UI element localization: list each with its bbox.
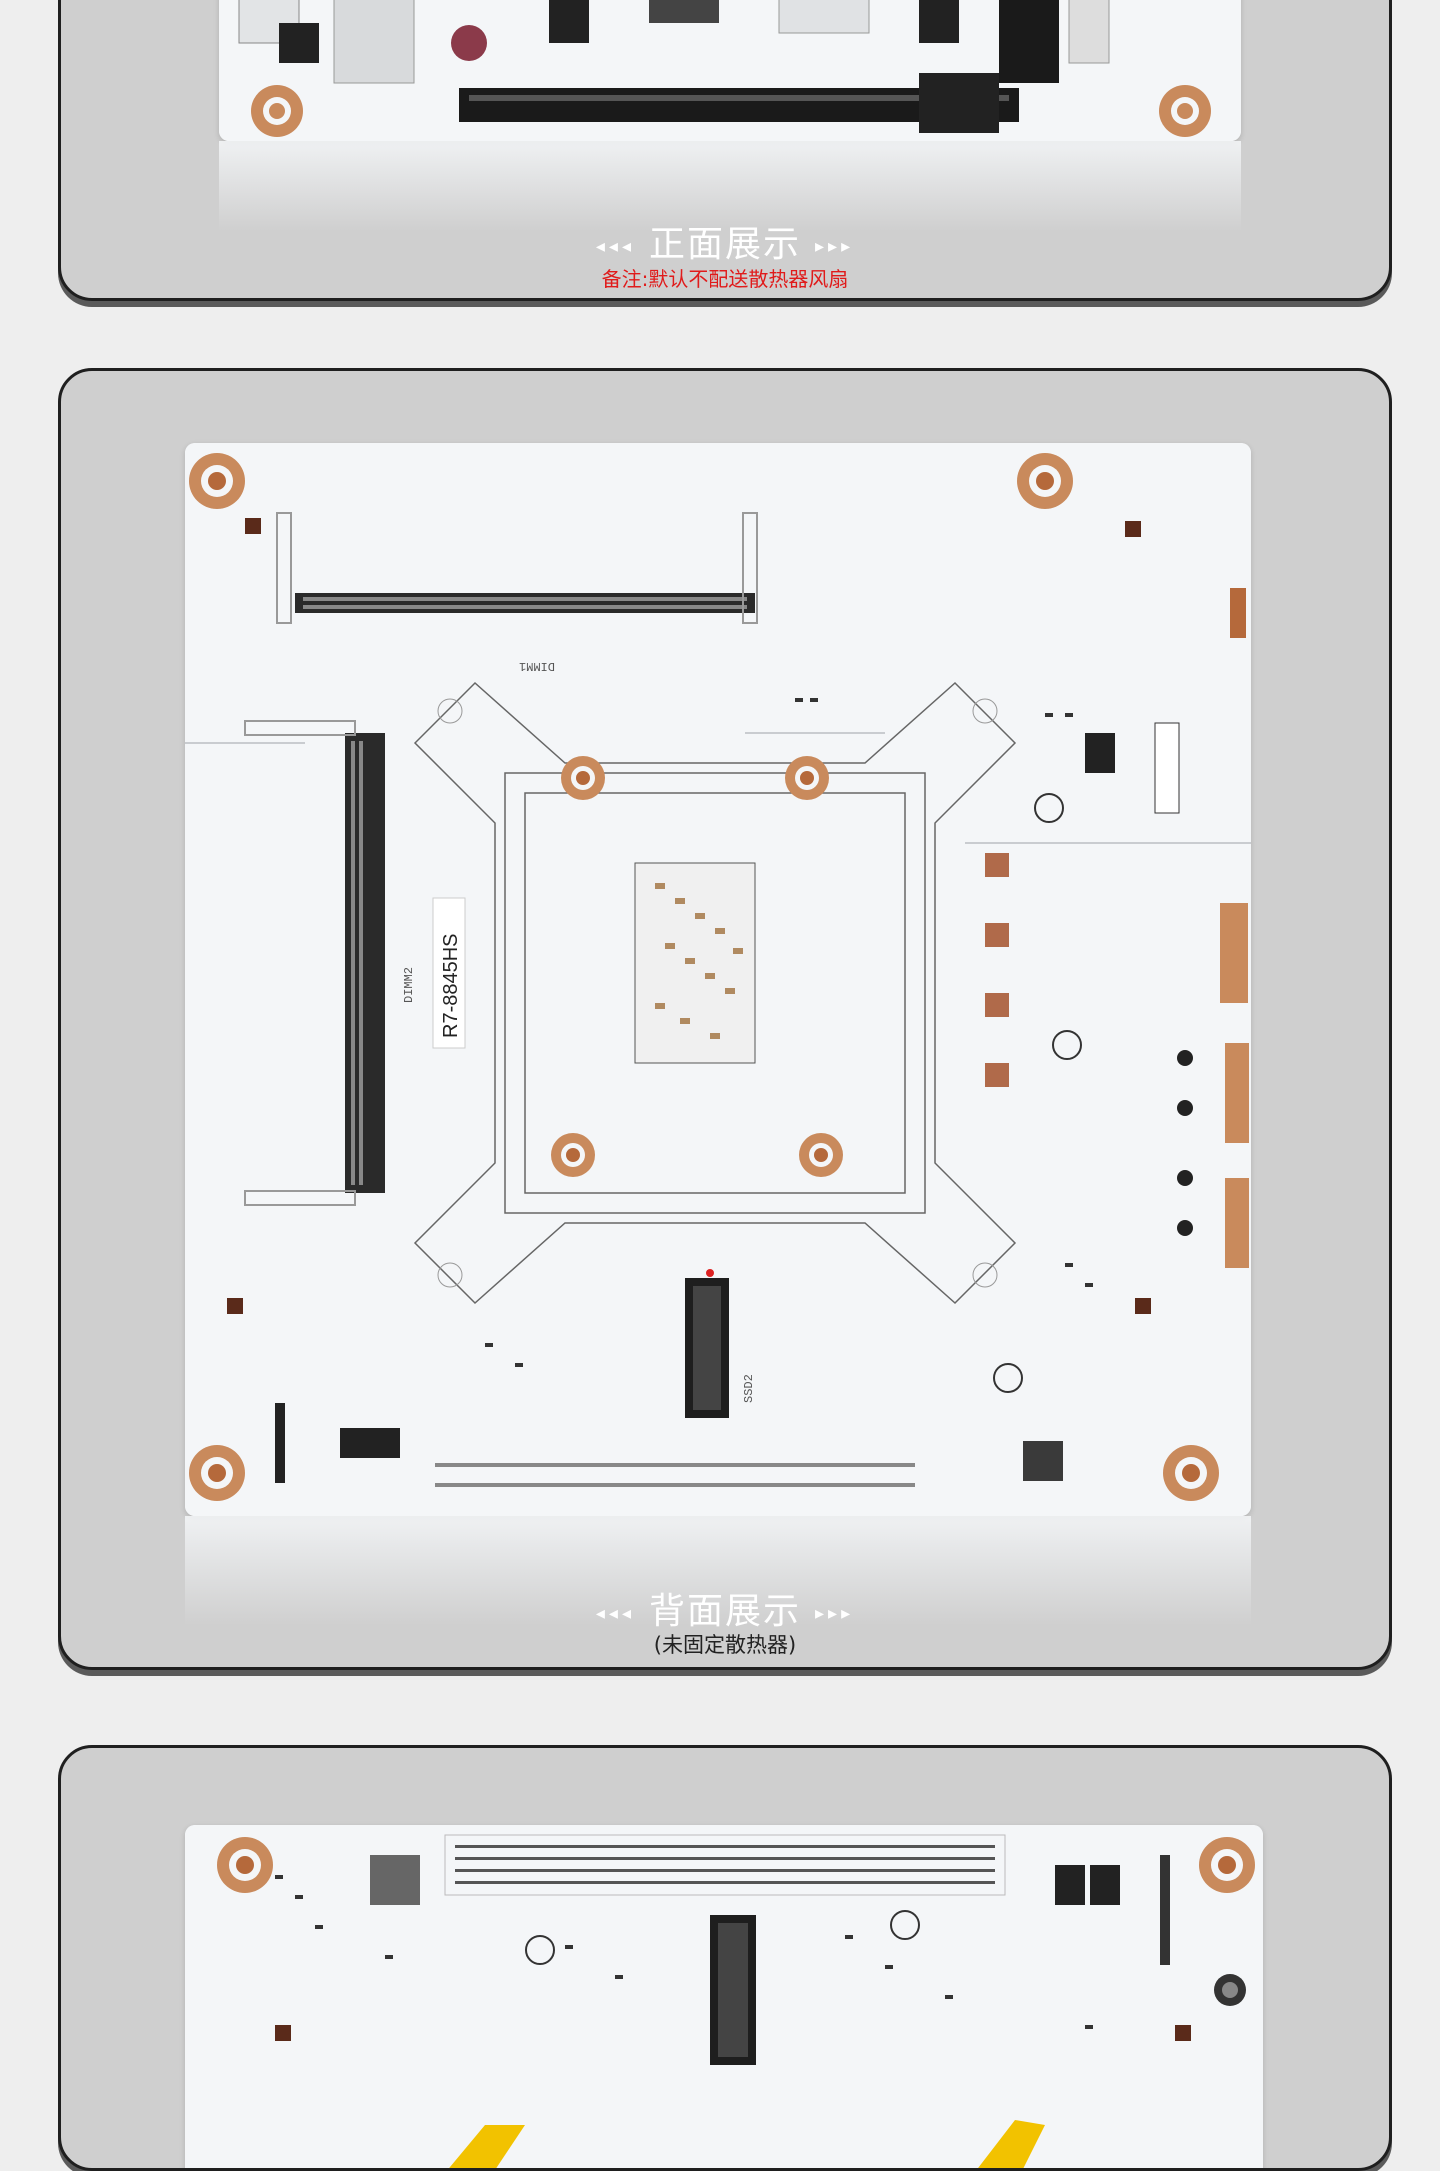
third-view-panel xyxy=(58,1745,1392,2171)
ssd2-label: SSD2 xyxy=(742,1374,756,1403)
motherboard-third-image xyxy=(185,1825,1263,2168)
section-title: ◂◂◂ 背面展示 ▸▸▸ xyxy=(61,1582,1389,1634)
back-view-panel: DIMM1 DIMM2 R7-8845HS xyxy=(58,368,1392,1670)
back-view-note: (未固定散热器) xyxy=(653,1633,797,1657)
cpu-label: R7-8845HS xyxy=(440,933,462,1038)
right-arrows-icon: ▸▸▸ xyxy=(815,1602,855,1624)
dimm1-label: DIMM1 xyxy=(519,659,555,673)
right-arrows-icon: ▸▸▸ xyxy=(815,235,855,257)
motherboard-back-image: DIMM1 DIMM2 R7-8845HS xyxy=(185,443,1251,1516)
back-view-title: 背面展示 xyxy=(648,1591,801,1632)
front-view-title: 正面展示 xyxy=(648,224,801,265)
front-view-panel: ◂◂◂ 正面展示 ▸▸▸ 备注:默认不配送散热器风扇 xyxy=(58,0,1392,301)
left-arrows-icon: ◂◂◂ xyxy=(595,1602,635,1624)
board-reflection xyxy=(219,141,1241,231)
section-title: ◂◂◂ 正面展示 ▸▸▸ xyxy=(61,215,1389,267)
motherboard-front-image xyxy=(219,0,1241,141)
left-arrows-icon: ◂◂◂ xyxy=(595,235,635,257)
front-view-note: 备注:默认不配送散热器风扇 xyxy=(601,267,849,291)
dimm2-label: DIMM2 xyxy=(402,967,416,1003)
board-reflection xyxy=(185,1516,1251,1626)
